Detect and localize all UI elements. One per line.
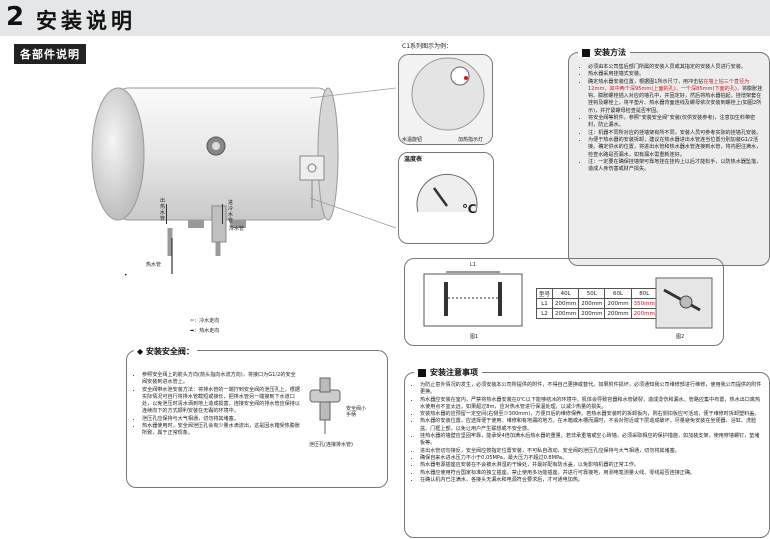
note-item: 安装热水器的应预留一定空间(右侧至少300mm)，方便日后的维修保养。若热水器安… xyxy=(420,411,764,418)
figure-1-l1: L1 xyxy=(470,262,476,268)
page-header xyxy=(0,0,770,36)
note-item: 热水器的安装位置，应选择便于使用、维修和有地漏的地方。在木箱或木槽而漏时，不会对… xyxy=(420,418,764,433)
valve-handle-label: 安全阀小手柄 xyxy=(346,406,367,418)
install-method-title: 安装方法 xyxy=(578,47,630,58)
safety-valve-item: 安全阀带水泄安装方法：将排水管的一端拧到安全阀的泄压孔上，根据实际情况可自行将排… xyxy=(142,387,300,416)
figures-box xyxy=(404,258,724,346)
section-number: 2 xyxy=(6,2,25,32)
install-method-box xyxy=(568,52,770,266)
safety-valve-item: 泄压孔应保持与大气相通，切勿将其堵塞。 xyxy=(142,416,300,423)
method-item: 将安全阀等附件，参照“安装安全阀”安装(仅供安装参考)，注意加生料带密封，防止漏… xyxy=(588,115,764,130)
inlet-label: 进冷水管 xyxy=(228,200,234,224)
dial-illustration xyxy=(398,54,493,145)
bullet-dot: • xyxy=(124,272,128,279)
figure-1-diagram xyxy=(423,271,523,327)
safety-valve-list: 参照安全阀上的箭头方向(箭头指向水流方向)，将接口为G1/2的安全阀安装到进水管… xyxy=(132,372,300,438)
note-item: 进出水管切勿接反，安全阀应按指定位置安装，不可私自改动，安全阀的泄压孔应保持与大… xyxy=(420,448,764,455)
method-item: 为便于热水器的安装拆卸，建议在热水器进出水管连当位置分别加装G1/2活接。确定供… xyxy=(588,137,764,159)
safety-valve-title: ◆ 安装安全阀： xyxy=(134,346,197,357)
thermometer-title: 温度表 xyxy=(404,156,423,163)
outlet-label: 出热水管 xyxy=(160,198,166,222)
page-title: 安装说明 xyxy=(36,9,136,33)
note-item: 挂热水器的墙壁应坚固牢靠，能承受4倍加满水后热水器的重量。若非承重墙或空心砖墙，… xyxy=(420,433,764,448)
method-item: 热水器采用挂墙式安装。 xyxy=(588,71,764,78)
relief-hole-label: 泄压孔(连接排水管) xyxy=(309,442,353,448)
note-item: 热水器应安装在室内，严禁将热水器安装在0℃以下能够结冰的环境中。机体会导致容器和… xyxy=(420,397,764,412)
dial-light-label: 加热指示灯 xyxy=(458,137,484,143)
safety-valve-box xyxy=(126,350,388,488)
safety-valve-icon xyxy=(309,377,341,434)
figure-2-caption: 图2 xyxy=(676,334,685,340)
dial-knob-label: 水温旋钮 xyxy=(402,137,423,143)
inlet-arrow xyxy=(222,204,227,224)
notes-title: 安装注意事项 xyxy=(414,367,482,378)
cold-pipe-label: 冷水管 xyxy=(229,226,245,232)
hot-pipe-label: 热水管 xyxy=(146,262,162,268)
legend-cold: ⇦：冷水走向 xyxy=(190,318,220,324)
method-item: 注：一定要在确保挂墙架可靠地挂在挂钩上以后才能松手，以防热水器坠落，造成人身伤害… xyxy=(588,159,764,174)
parts-badge: 各部件说明 xyxy=(14,44,86,64)
method-item: 注：机器不同所对应的挂墙架有所不同，安装人员可参考实际的挂墙孔安装。 xyxy=(588,130,764,137)
method-item: 确定热水器安装位置，根据图1所示尺寸，用冲击钻在墙上钻三个直径为12mm，其中两… xyxy=(588,79,764,115)
thermometer-gauge xyxy=(416,173,478,213)
legend-hot: ➡：热水走向 xyxy=(190,328,220,334)
note-item: 为防止意外情况的发生，必须安装本公司所提供的附件，不得自己更换或替代。如果附件损… xyxy=(420,382,764,397)
thermometer-box xyxy=(398,152,494,244)
thermometer-unit: ℃ xyxy=(462,202,477,216)
install-method-list: 必须由本公司售后部门所属的安装人员或其指定的安装人员进行安装。 热水器采用挂墙式… xyxy=(578,64,764,173)
note-item: 热水器电源插座应安装在不会被水淋湿的干燥处，并最好配有防水盖，以免影响机器的正常… xyxy=(420,462,764,469)
note-item: 确保自来水进水压力不小于0.05MPa，最大压力不超过0.8MPa。 xyxy=(420,455,764,462)
method-item: 必须由本公司售后部门所属的安装人员或其指定的安装人员进行安装。 xyxy=(588,64,764,71)
figure-2-diagram xyxy=(655,277,713,329)
safety-valve-item: 热水器使用时，安全阀泄压孔会有少量水滴流出，这是因水箱受热膨胀所致，属于正常现象… xyxy=(142,423,300,438)
note-item: 热水器应使用符合国家标准的独立插座，禁止使用多功能插座，并进行可靠接地，用测电笔… xyxy=(420,470,764,477)
figure-1-caption: 图1 xyxy=(470,334,479,340)
outlet-arrow xyxy=(166,204,171,224)
safety-valve-item: 参照安全阀上的箭头方向(箭头指向水流方向)，将接口为G1/2的安全阀安装到进水管… xyxy=(142,372,300,387)
water-heater-illustration xyxy=(91,87,397,274)
note-item: 在确认机内已注满水，各接头无漏水和电源符合要求后，才可通电加热。 xyxy=(420,477,764,484)
c1-note: C1系列图示为例： xyxy=(402,43,453,50)
notes-list: 为防止意外情况的发生，必须安装本公司所提供的附件，不得自己更换或替代。如果附件损… xyxy=(410,382,764,484)
